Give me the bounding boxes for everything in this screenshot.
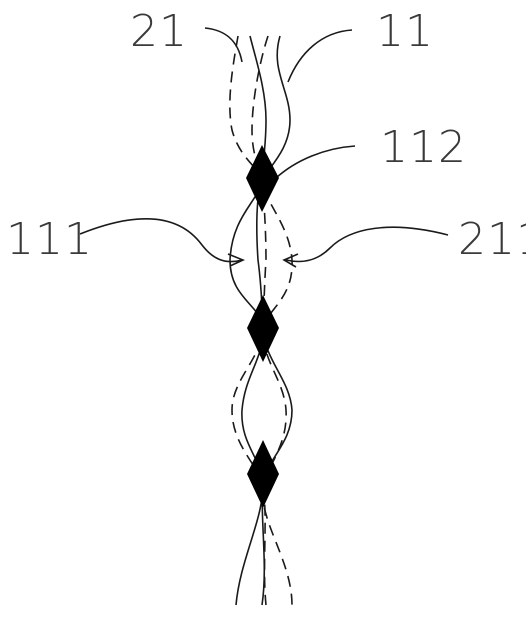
leader-111-arrowhead: [227, 253, 246, 267]
label-11: 11: [376, 6, 434, 57]
leader-111: [79, 218, 243, 263]
leader-21: [204, 27, 243, 63]
label-21: 21: [130, 6, 188, 57]
leader-11: [287, 29, 353, 83]
label-211: 211: [458, 214, 526, 265]
junction-node-2: [247, 295, 279, 362]
junction-node-1: [246, 145, 279, 212]
leader-211: [285, 226, 449, 263]
label-111: 111: [6, 214, 93, 265]
leader-112: [275, 145, 356, 179]
dashed-strand-a: [229, 35, 293, 606]
junction-node-3: [247, 440, 279, 508]
label-112: 112: [380, 122, 467, 173]
